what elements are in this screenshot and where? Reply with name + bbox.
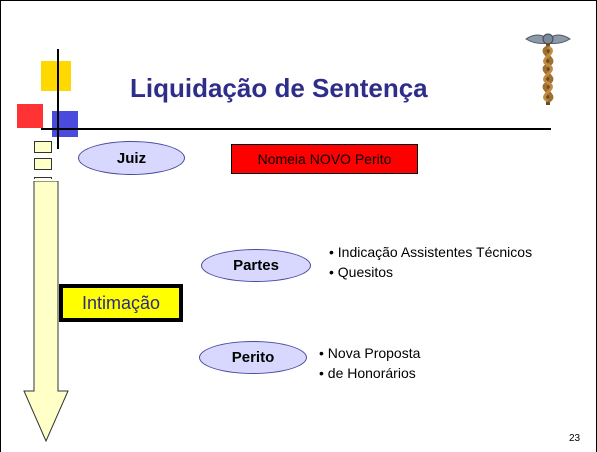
caduceus-icon	[525, 33, 571, 105]
perito-bullet-1: • Nova Proposta	[319, 345, 421, 361]
juiz-oval: Juiz	[78, 141, 185, 175]
perito-bullet-2: • de Honorários	[319, 365, 416, 381]
perito-bullets: • Nova Proposta • de Honorários	[319, 343, 420, 383]
nomeia-perito-box: Nomeia NOVO Perito	[231, 144, 418, 174]
flow-box-3	[34, 177, 52, 179]
title-rule	[41, 128, 551, 130]
logo-square-yellow	[41, 61, 71, 91]
partes-bullets: • Indicação Assistentes Técnicos • Quesi…	[329, 242, 532, 282]
perito-oval: Perito	[199, 341, 307, 374]
partes-bullet-2: • Quesitos	[329, 264, 394, 280]
partes-oval: Partes	[201, 249, 311, 282]
intimacao-box: Intimação	[59, 284, 183, 322]
flow-box-1	[34, 141, 52, 153]
logo-square-blue	[52, 111, 78, 137]
logo-vertical-line	[57, 49, 59, 149]
page-number: 23	[569, 433, 581, 444]
slide-title: Liquidação de Sentença	[130, 73, 428, 103]
logo-square-red	[17, 104, 43, 128]
flow-box-2	[34, 158, 52, 170]
down-arrow-icon	[23, 181, 69, 443]
partes-bullet-1: • Indicação Assistentes Técnicos	[329, 244, 533, 260]
